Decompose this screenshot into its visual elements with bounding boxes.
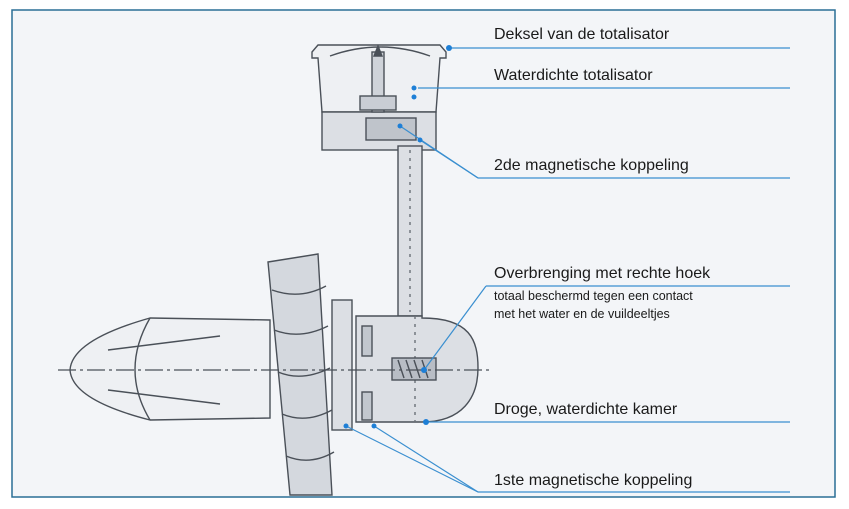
label-coupling1: 1ste magnetische koppeling: [494, 472, 692, 489]
spindle-tip: [372, 44, 384, 57]
coupling-block: [365, 117, 417, 141]
cone-inner-line: [134, 317, 151, 421]
gear-teeth: [397, 359, 429, 379]
label-coupling2: 2de magnetische koppeling: [494, 157, 689, 174]
leader-lines: [345, 47, 790, 493]
dot-chamber: [423, 419, 429, 425]
dot-totalizer-1: [411, 85, 417, 91]
labels: Deksel van de totalisator Waterdichte to…: [494, 26, 711, 489]
lower-slot: [361, 391, 373, 421]
dot-coupling2-2: [417, 137, 423, 143]
log-drawing: [69, 44, 479, 496]
rotor-hub: [331, 299, 353, 431]
dot-cover: [446, 45, 452, 51]
label-cover: Deksel van de totalisator: [494, 26, 670, 43]
fin-curve-5: [285, 451, 335, 461]
cover-dome-line: [329, 46, 431, 57]
fin-curve-1: [271, 285, 327, 295]
label-gear-title: Overbrenging met rechte hoek: [494, 265, 711, 282]
rotor-fins: [267, 253, 333, 496]
fin-curve-2: [273, 325, 329, 335]
label-gear-line2: met het water en de vuildeeltjes: [494, 307, 670, 321]
dot-gear: [421, 367, 427, 373]
dot-coupling1-1: [343, 423, 349, 429]
leader-gear-diagonal: [423, 285, 487, 371]
upper-slot: [361, 325, 373, 357]
fin-curve-4: [281, 409, 333, 419]
label-totalizer: Waterdichte totalisator: [494, 67, 653, 84]
upper-coupling-disc: [359, 95, 397, 111]
leader-coupling2-b: [419, 139, 479, 179]
callout-dots: [343, 45, 452, 429]
leader-coupling1-b: [373, 425, 479, 493]
leader-coupling1-a: [345, 425, 479, 493]
cone-edge-lines: [107, 335, 221, 405]
dot-coupling1-2: [371, 423, 377, 429]
label-gear-line1: totaal beschermd tegen een contact: [494, 289, 693, 303]
dot-coupling2-1: [397, 123, 403, 129]
label-chamber: Droge, waterdichte kamer: [494, 401, 678, 418]
dot-totalizer-2: [411, 94, 417, 100]
